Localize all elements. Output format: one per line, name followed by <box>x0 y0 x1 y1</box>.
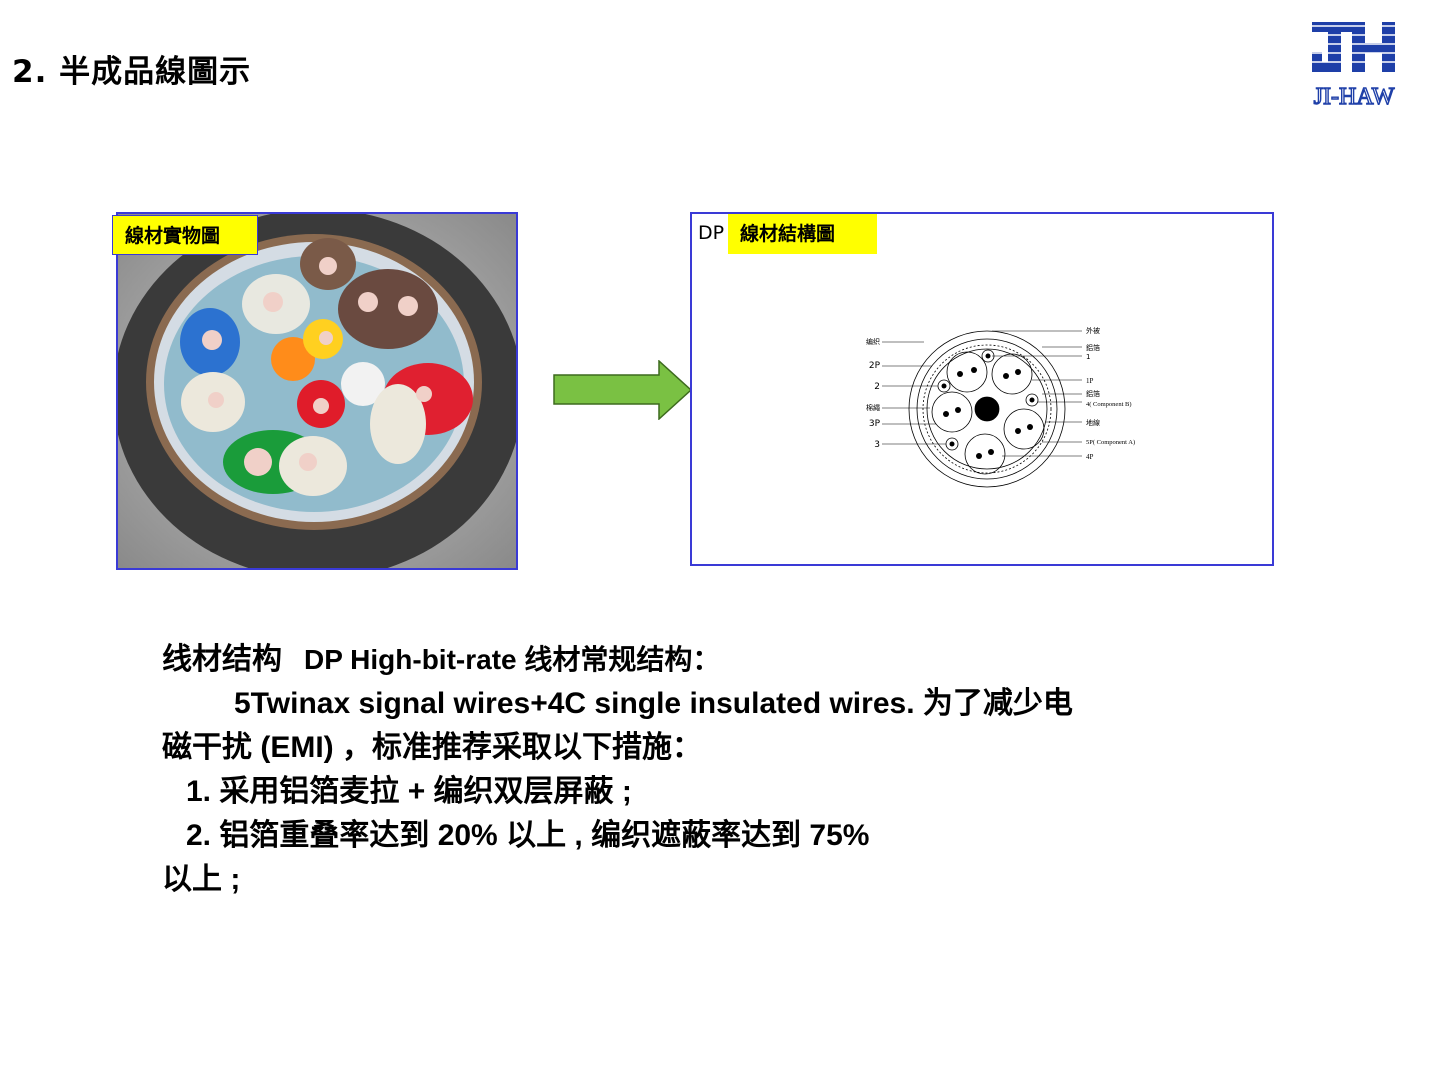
cable-photo-illustration <box>118 214 516 568</box>
cable-structure-diagram: 编织 2P 2 棉繩 3P 3 外被 鋁箔 1 1P 鋁箔 4( Compone… <box>866 326 1135 488</box>
description-line-4: 1. 采用铝箔麦拉 + 编织双层屏蔽 ; <box>186 775 632 808</box>
description-heading: 线材结构 <box>162 643 282 676</box>
label-foil2: 鋁箔 <box>1086 389 1100 398</box>
description-line-5: 2. 铝箔重叠率达到 20% 以上 , 编织遮蔽率达到 75% <box>186 819 870 852</box>
label-cotton: 棉繩 <box>866 403 880 412</box>
photo-label: 線材實物圖 <box>112 215 258 255</box>
description-subheading: DP High-bit-rate 线材常规结构： <box>304 644 721 675</box>
ji-haw-logo: JI-HAW <box>1296 16 1414 112</box>
cable-structure-panel: DP <box>690 212 1274 566</box>
label-wire1: 1 <box>1086 353 1090 361</box>
structure-label: 線材結構圖 <box>728 214 877 254</box>
label-pair2: 2P <box>869 361 881 371</box>
dp-prefix: DP <box>698 222 725 244</box>
page-title: 2. 半成品線圖示 <box>12 54 252 90</box>
logo-text: JI-HAW <box>1314 84 1395 110</box>
right-arrow-icon <box>553 359 693 421</box>
label-comp-b: 4( Component B) <box>1086 401 1132 408</box>
cable-description: 线材结构 DP High-bit-rate 线材常规结构： 5Twinax sig… <box>162 638 1162 902</box>
cable-photo <box>116 212 518 570</box>
label-wire2: 2 <box>874 382 880 392</box>
label-comp-a: 5P( Component A) <box>1086 439 1135 446</box>
label-wire3: 3 <box>874 440 880 450</box>
label-pair4: 4P <box>1086 453 1094 461</box>
description-line-3: 磁干扰 (EMI) ，标准推荐采取以下措施： <box>162 731 702 764</box>
logo-mark: JI-HAW <box>1310 22 1398 111</box>
description-line-6: 以上 ; <box>162 863 241 896</box>
label-braid: 编织 <box>866 337 880 346</box>
label-jacket: 外被 <box>1086 326 1100 335</box>
label-ground: 地線 <box>1086 418 1100 427</box>
label-pair3: 3P <box>869 419 881 429</box>
description-line-2: 5Twinax signal wires+4C single insulated… <box>234 687 1073 720</box>
label-pair1: 1P <box>1086 377 1094 385</box>
description-line-1: 线材结构 DP High-bit-rate 线材常规结构： <box>162 638 1162 682</box>
label-foil1: 鋁箔 <box>1086 343 1100 352</box>
